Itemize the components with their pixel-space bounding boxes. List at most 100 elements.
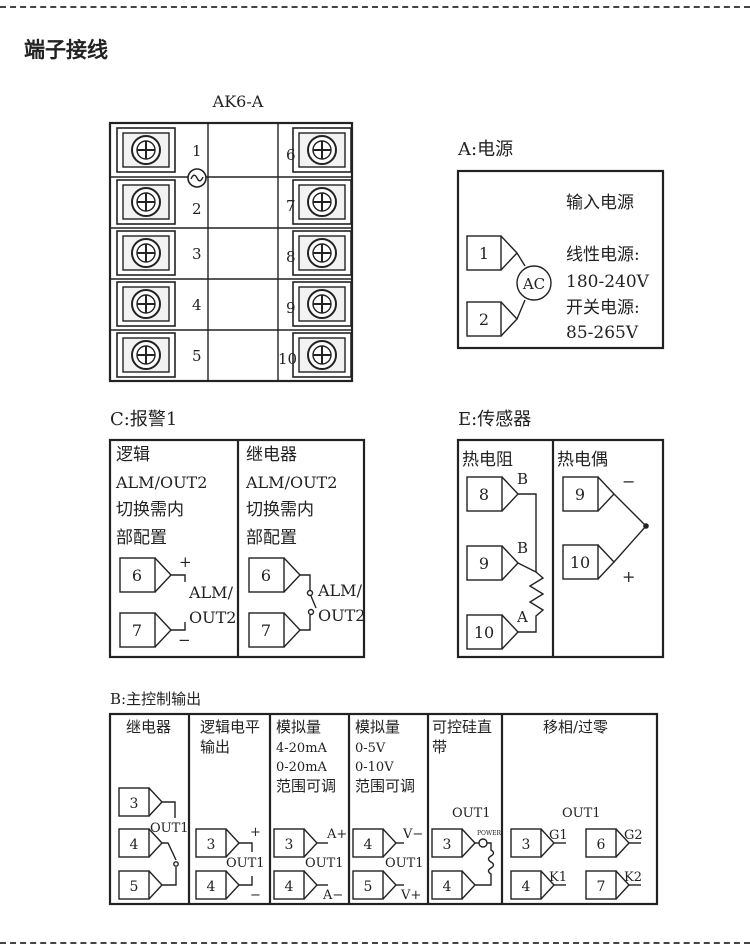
mo-analog-ma-line-4: 范围可调 [276,777,336,795]
terminal-block: AK6-A 1 2 3 4 5 6 7 8 9 1 [108,92,354,383]
mo-logic-plus: + [250,825,261,840]
rtd-term-8: 8 [479,485,489,504]
mo-relay-term-3: 3 [130,796,139,812]
main-output-title: B:主控制输出 [110,690,201,708]
mo-phase-term-6: 6 [597,837,606,853]
alarm-relay-term-6: 6 [261,566,271,585]
terminal-screw-1 [116,127,176,173]
terminal-screw-3 [116,230,176,276]
terminal-number-4: 4 [192,296,202,314]
left-screw-column [116,127,176,378]
mo-phase-term-7: 7 [597,879,606,895]
mo-phase-column: 移相/过零 OUT1 3 G1 4 K1 6 G2 7 K2 [510,718,643,900]
mo-analog-v-line-3: 0-10V [355,760,394,775]
mo-logic-minus: − [250,888,261,903]
tc-plus: + [622,567,635,586]
power-term-1-label: 1 [479,244,489,263]
mo-phase-g2: G2 [624,828,643,843]
alarm-relay-line-2: ALM/OUT2 [245,473,337,492]
mo-phase-k1: K1 [549,870,567,885]
power-term-2-label: 2 [479,310,489,329]
rtd-column: 热电阻 8 9 10 B B A [462,450,545,650]
terminal-screw-10 [292,332,352,378]
mo-logic-out: OUT1 [226,856,265,871]
mo-logic-line-2: 输出 [200,738,230,756]
rtd-term-9: 9 [479,554,489,573]
terminal-number-2: 2 [192,200,202,218]
mo-logic-column: 逻辑电平 输出 3 4 + − OUT1 [195,718,265,903]
mo-phase-term-4: 4 [522,879,531,895]
mo-analog-ma-line-1: 模拟量 [276,718,321,736]
mo-scr-line-2: 带 [432,738,447,756]
tc-minus: − [622,472,635,491]
alarm-logic-term-7: 7 [132,621,142,640]
mo-logic-line-1: 逻辑电平 [200,718,260,736]
mo-phase-label: 移相/过零 [543,718,608,736]
linear-power-label: 线性电源: [566,245,640,265]
terminal-number-6: 6 [286,146,296,164]
model-label: AK6-A [212,92,264,111]
terminal-number-9: 9 [286,299,296,317]
thermocouple-column: 热电偶 9 10 − + [557,450,649,586]
rtd-term-10: 10 [474,623,494,642]
rtd-b2: B [517,539,528,557]
alarm-relay-term-7: 7 [261,621,271,640]
terminal-screw-9 [292,281,352,327]
mo-phase-term-3: 3 [522,837,531,853]
rtd-resistor-icon [518,571,545,633]
mo-analog-ma-column: 模拟量 4-20mA 0-20mA 范围可调 3 4 A+ A− OUT1 [273,718,347,903]
mo-phase-g1: G1 [549,828,568,843]
alarm-relay-out-b: OUT2 [318,606,365,625]
mo-analog-v-out: OUT1 [385,856,424,871]
page-title: 端子接线 [24,38,108,62]
alarm-logic-out-a: ALM/ [188,583,234,602]
terminal-number-8: 8 [286,248,296,266]
sensor-section: E:传感器 热电阻 8 9 10 B B A 热电偶 9 10 [456,409,665,659]
alarm-relay-line-3: 切换需内 [246,500,314,520]
tc-term-10: 10 [570,553,590,572]
mo-relay-term-5: 5 [130,879,139,895]
mo-analog-v-term-5: 5 [364,879,373,895]
alarm-logic-line-4: 部配置 [116,528,167,548]
terminal-screw-2 [116,179,176,225]
power-term-1 [466,235,502,271]
tc-term-9: 9 [575,485,585,504]
power-box [456,169,665,350]
mo-analog-v-term-4: 4 [364,837,373,853]
mo-analog-ma-term-3: 3 [285,837,294,853]
mo-analog-v-vminus: V− [402,827,423,842]
alarm-relay-line-4: 部配置 [246,528,297,548]
alarm-relay-out-a: ALM/ [317,581,363,600]
mo-analog-ma-line-2: 4-20mA [276,741,328,756]
power-input-label: 输入电源 [566,193,634,213]
mo-analog-v-vplus: V+ [400,888,421,903]
alarm-relay-column: 继电器 ALM/OUT2 切换需内 部配置 6 7 ALM/ OUT2 [245,445,365,648]
main-output-box [108,712,659,906]
alarm-logic-column: 逻辑 ALM/OUT2 切换需内 部配置 6 + 7 − ALM/ OUT2 [115,445,236,649]
rtd-label: 热电阻 [462,450,513,470]
terminal-number-3: 3 [192,245,202,263]
alarm-section: C:报警1 逻辑 ALM/OUT2 切换需内 部配置 6 + 7 − ALM/ … [108,409,365,659]
mo-analog-v-line-2: 0-5V [355,741,386,756]
mo-scr-term-4: 4 [443,879,452,895]
alarm-logic-minus: − [178,631,191,649]
switch-power-label: 开关电源: [566,298,640,318]
alarm-logic-line-1: 逻辑 [116,445,150,465]
ac-source-icon [516,265,552,301]
sensor-title: E:传感器 [458,409,531,430]
mo-phase-out: OUT1 [562,806,601,821]
terminal-screw-8 [292,230,352,276]
mo-relay-out: OUT1 [150,821,189,836]
power-title: A:电源 [457,139,513,160]
power-section: A:电源 输入电源 1 2 AC 线性电源: 180-240V 开关电源: 85… [456,139,665,350]
mo-analog-ma-aminus: A− [322,888,343,903]
rtd-b1: B [517,470,528,488]
main-output-section: B:主控制输出 继电器 3 4 5 OUT1 逻辑电平 输出 [108,690,659,906]
scr-lamp-icon [478,838,488,848]
mo-relay-label: 继电器 [126,718,171,736]
mo-scr-column: 可控硅直 带 OUT1 3 4 POWER [431,718,502,900]
switch-power-range: 85-265V [566,323,639,343]
top-dashed-divider [0,6,750,8]
sensor-box [456,438,665,659]
terminal-block-frame [108,121,354,383]
